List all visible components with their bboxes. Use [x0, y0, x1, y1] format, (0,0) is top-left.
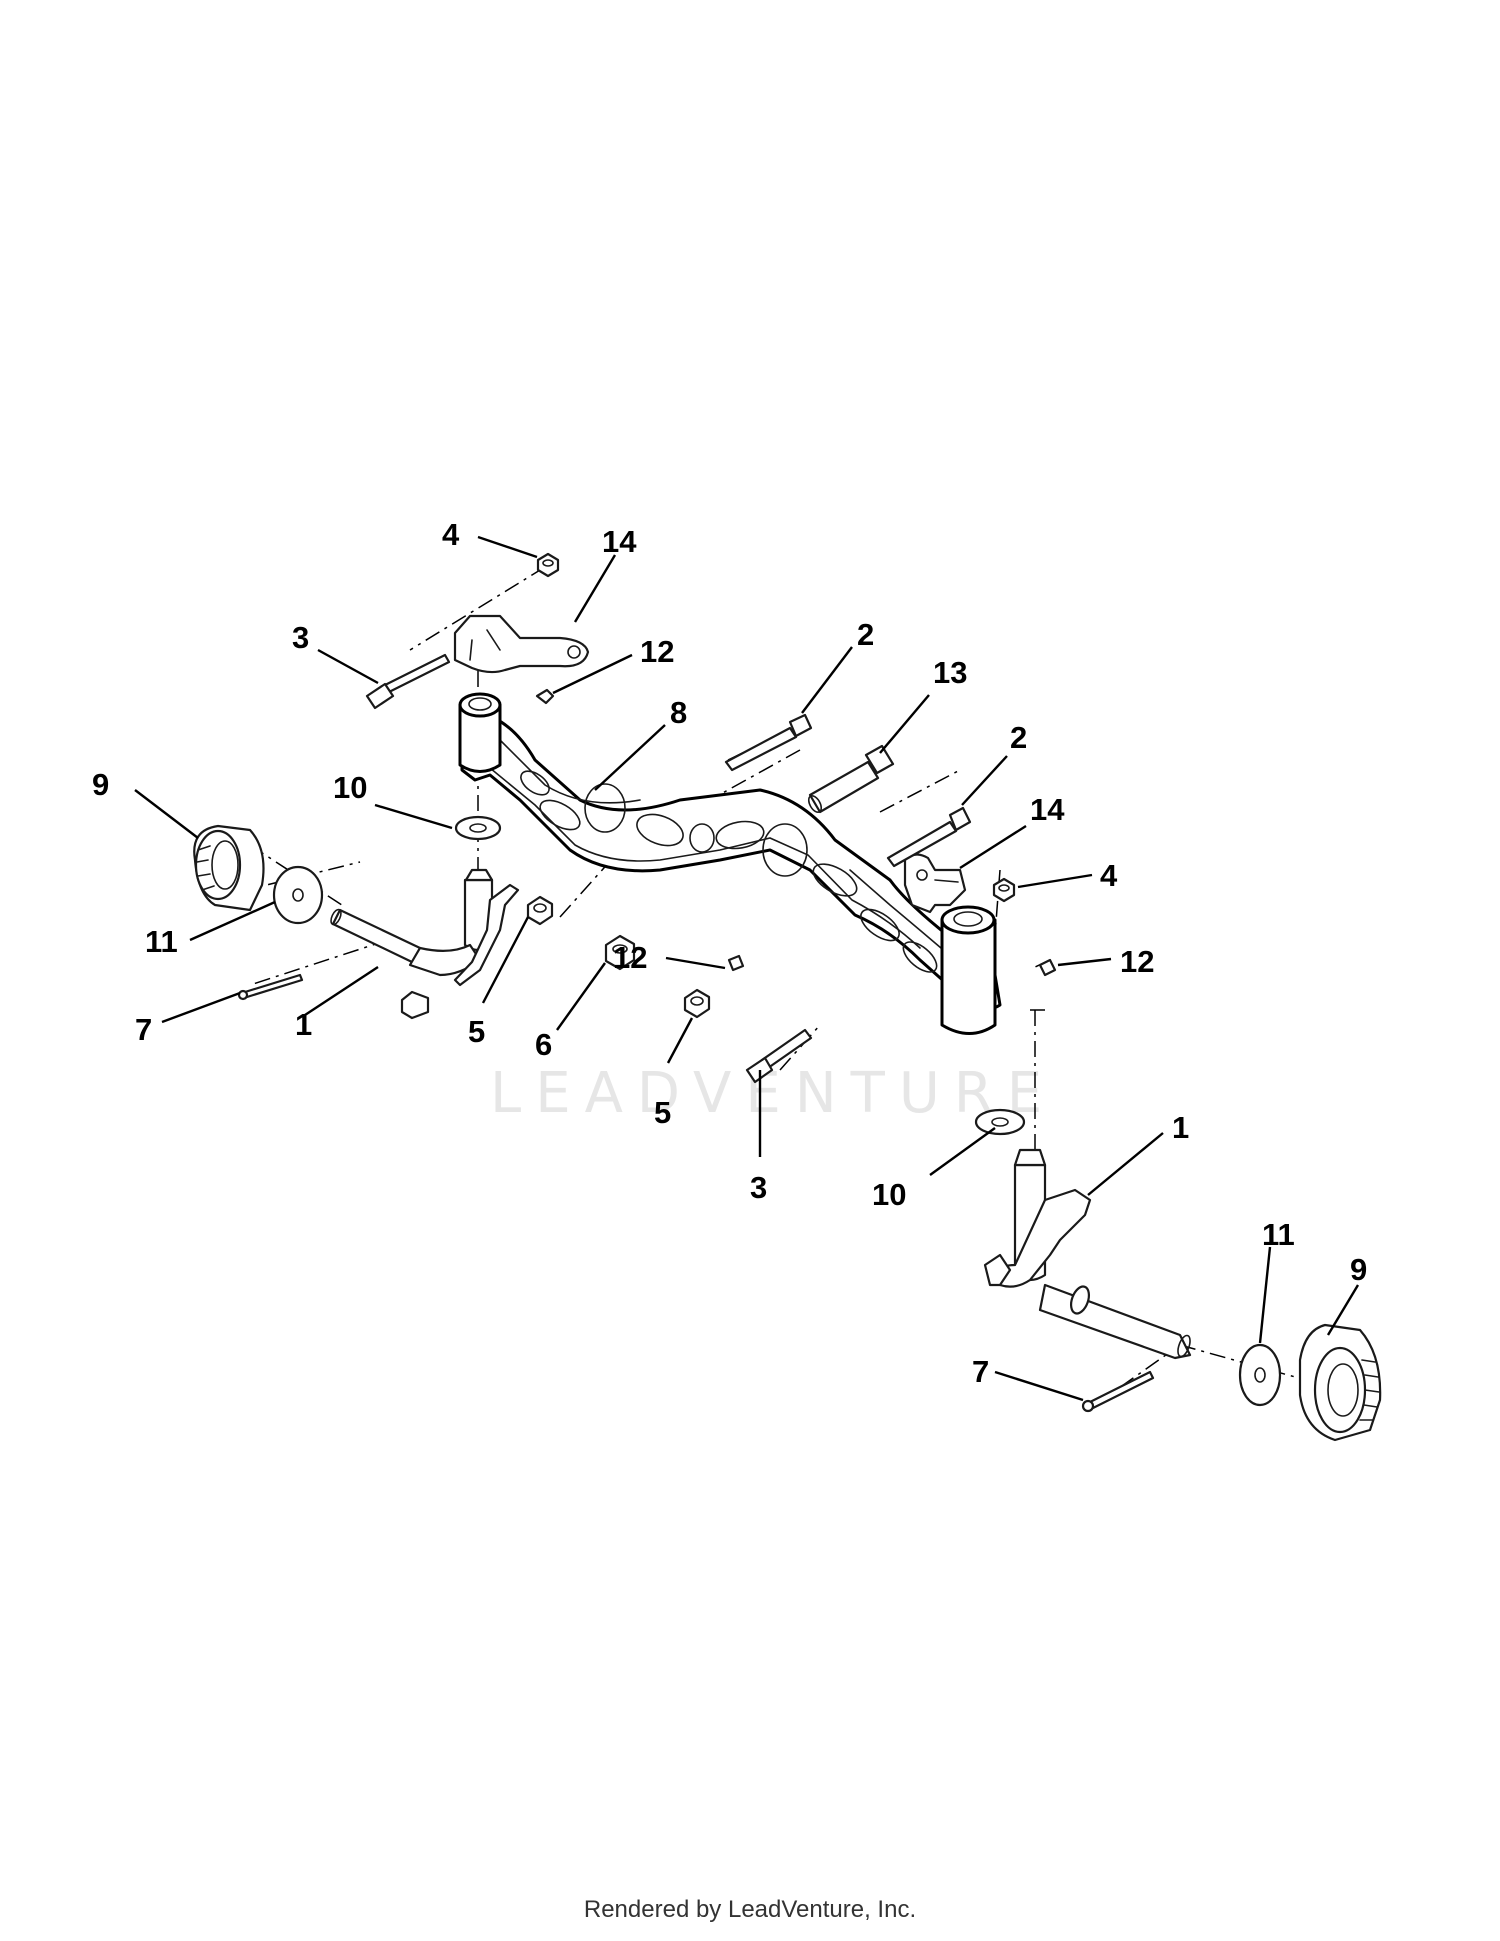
steering-bracket-right [903, 853, 967, 914]
callout-2-upper: 2 [857, 617, 874, 652]
callout-14-mid: 14 [1030, 792, 1065, 827]
callout-3-lower: 3 [750, 1170, 767, 1205]
callout-3-top: 3 [292, 620, 309, 655]
spacer-13 [807, 744, 895, 814]
spindle-1-right [983, 1148, 1192, 1360]
callout-4-top: 4 [442, 517, 460, 552]
callout-8: 8 [670, 695, 687, 730]
callout-12-mid: 12 [613, 940, 647, 975]
bearing-9-left [193, 824, 265, 912]
cotter-pin-7-left [237, 973, 304, 1001]
callout-10-left: 10 [333, 770, 367, 805]
nut-4-right [992, 877, 1016, 903]
washer-11-left [272, 865, 324, 925]
callout-6: 6 [535, 1027, 552, 1062]
footer-credit: Rendered by LeadVenture, Inc. [583, 1896, 917, 1923]
callout-11-right: 11 [1262, 1217, 1295, 1252]
callout-12-top: 12 [640, 634, 674, 669]
callout-5-left: 5 [468, 1014, 485, 1049]
callout-leaders [134, 535, 1360, 1402]
washer-11-right [1238, 1343, 1282, 1407]
washer-10-right [974, 1108, 1026, 1136]
callout-11-left: 11 [145, 924, 178, 959]
steering-arm-top [453, 614, 590, 674]
bearing-9-right [1298, 1323, 1382, 1442]
callout-5-center: 5 [654, 1095, 671, 1130]
grease-fitting-12-right [1038, 958, 1057, 977]
callout-7-right: 7 [972, 1354, 989, 1389]
watermark-text: LEADVENTURE [490, 1061, 1056, 1126]
nut-6 [604, 934, 636, 971]
callout-7-left: 7 [135, 1012, 152, 1047]
bolt-3-top [365, 653, 451, 710]
bolt-2-lower [886, 806, 972, 868]
grease-fitting-12-mid [727, 954, 745, 972]
callout-10-right: 10 [872, 1177, 906, 1212]
bolt-2-upper [724, 713, 813, 772]
callout-labels: 4 14 3 12 8 2 13 2 14 4 12 9 10 11 7 1 5… [92, 517, 1367, 1389]
assembly-centerlines [237, 566, 1361, 1406]
nut-4-top [536, 552, 560, 578]
callout-4-right: 4 [1100, 858, 1118, 893]
axle-beam [458, 692, 1002, 1035]
callout-1-right: 1 [1172, 1110, 1189, 1145]
callout-1-left: 1 [295, 1007, 312, 1042]
cotter-pin-7-right [1081, 1370, 1155, 1413]
callout-14-top: 14 [602, 524, 637, 559]
callout-12-right: 12 [1120, 944, 1154, 979]
callout-9-left: 9 [92, 767, 109, 802]
grease-fitting-12-top [535, 688, 555, 705]
callout-2-lower: 2 [1010, 720, 1027, 755]
callout-13: 13 [933, 655, 967, 690]
nut-5-left [526, 895, 554, 926]
nut-5-center [683, 988, 711, 1019]
washer-10-left [454, 815, 502, 841]
bolt-3-lower [745, 1028, 813, 1084]
spindle-1-left [330, 868, 520, 1020]
callout-9-right: 9 [1350, 1252, 1367, 1287]
